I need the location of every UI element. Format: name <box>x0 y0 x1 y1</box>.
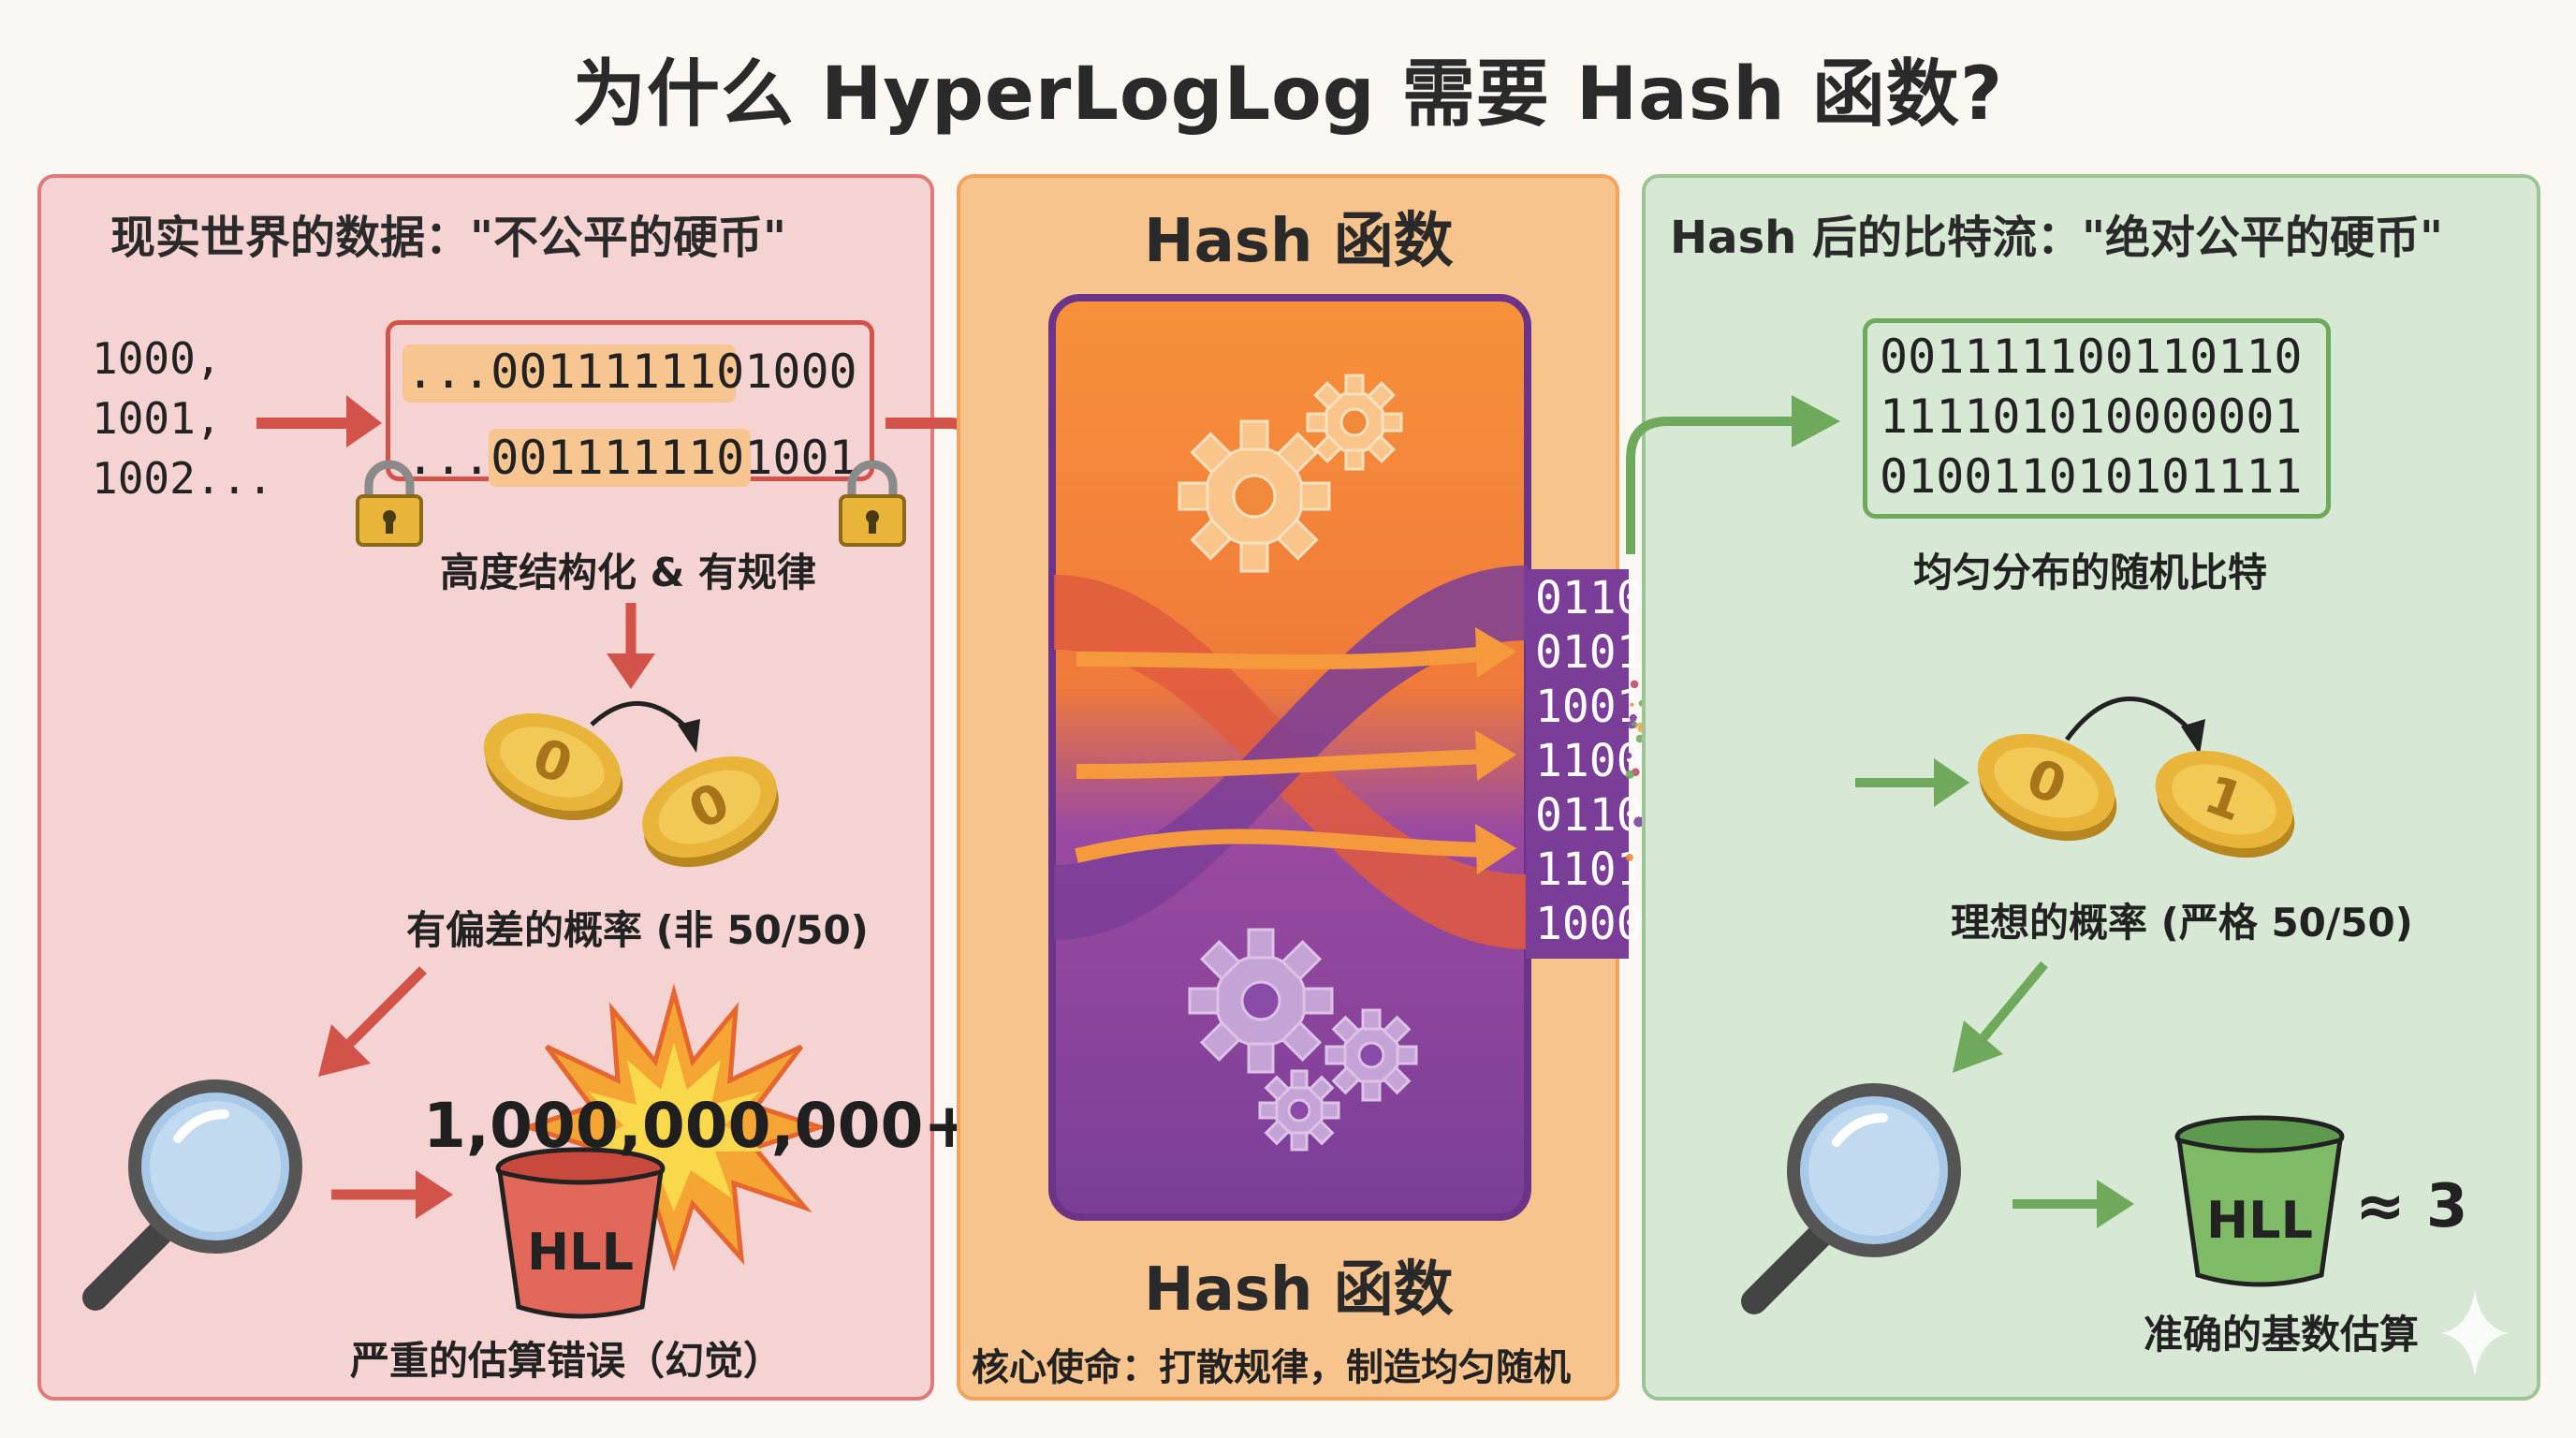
right-heading: Hash 后的比特流："绝对公平的硬币" <box>1670 212 2444 264</box>
input-arrow <box>256 395 382 448</box>
error-label: 严重的估算错误（幻觉） <box>350 1338 783 1384</box>
gear-icon <box>1306 374 1403 471</box>
scatter-dot <box>1625 752 1632 759</box>
coin-icon: 0 <box>642 756 779 868</box>
right-arrow <box>331 1170 453 1219</box>
bit-row-1: ...0011111101000 <box>406 345 857 399</box>
bit-highlight-1 <box>402 345 736 403</box>
bucket-icon: HLL <box>2174 1115 2345 1287</box>
diagonal-arrow <box>318 966 427 1077</box>
diagonal-arrow <box>1953 961 2048 1073</box>
gear-icon <box>1325 1008 1418 1102</box>
scatter-dot <box>1625 770 1634 779</box>
flip-arrow <box>590 701 700 753</box>
flip-arrow <box>2064 697 2205 755</box>
input-1002: 1002... <box>92 453 273 504</box>
connector-to-bits <box>1626 395 1840 554</box>
gear-icon <box>1188 928 1334 1074</box>
bit-row-2: ...0011111101001 <box>406 431 857 485</box>
left-heading: 现实世界的数据："不公平的硬币" <box>110 212 787 264</box>
estimate-value: ≈ 3 <box>2355 1172 2468 1241</box>
magnifier-icon <box>82 1079 302 1311</box>
lock-icon <box>839 460 906 547</box>
middle-heading: Hash 函数 <box>1144 207 1454 276</box>
scatter-dot <box>1633 816 1645 828</box>
biased-label: 有偏差的概率 (非 50/50) <box>406 907 869 953</box>
page-title: 为什么 HyperLogLog 需要 Hash 函数? <box>572 52 2004 137</box>
input-1000: 1000, <box>92 333 222 384</box>
right-arrow <box>1855 758 1969 807</box>
random-bits-row-3: 010011010101111 <box>1880 449 2303 504</box>
scatter-dot <box>1635 734 1645 743</box>
right-arrow <box>2012 1180 2134 1228</box>
coin-icon: 1 <box>2155 750 2295 858</box>
random-bits-row-1: 001111100110110 <box>1880 330 2303 384</box>
bucket-icon: HLL <box>495 1147 666 1319</box>
svg-text:HLL: HLL <box>2206 1191 2313 1250</box>
hash-output-row: 1001 <box>1535 681 1644 733</box>
coin-icon: 0 <box>483 712 623 821</box>
coin-icon: 0 <box>1977 733 2117 842</box>
mission-label: 核心使命：打散规律，制造均匀随机 <box>972 1346 1571 1389</box>
bit-highlight-2 <box>489 429 751 487</box>
scatter-dot <box>1630 680 1639 689</box>
scatter-dot <box>1625 853 1633 861</box>
accurate-label: 准确的基数估算 <box>2144 1312 2420 1357</box>
input-1001: 1001, <box>92 393 222 444</box>
gear-icon <box>1178 419 1331 573</box>
scatter-dot <box>1631 722 1635 726</box>
random-bits-row-2: 111101010000001 <box>1880 389 2303 444</box>
random-bits-box <box>1863 318 2331 519</box>
scatter-dot <box>1630 702 1634 707</box>
down-arrow <box>607 603 655 689</box>
random-label: 均匀分布的随机比特 <box>1913 550 2268 595</box>
gear-icon <box>1258 1069 1340 1152</box>
ideal-label: 理想的概率 (严格 50/50) <box>1951 900 2413 946</box>
overestimate-number: 1,000,000,000+ <box>423 1090 975 1162</box>
scatter-dot <box>1629 713 1637 722</box>
svg-text:HLL: HLL <box>527 1223 634 1282</box>
hash-machine <box>1048 294 1531 1221</box>
magnifier-icon <box>1741 1083 1961 1314</box>
middle-footer-title: Hash 函数 <box>1144 1255 1454 1325</box>
lock-icon <box>356 460 423 547</box>
hash-output-strip <box>1526 569 1629 959</box>
structured-label: 高度结构化 & 有规律 <box>440 550 816 595</box>
sparkle-icon <box>2441 1290 2509 1376</box>
